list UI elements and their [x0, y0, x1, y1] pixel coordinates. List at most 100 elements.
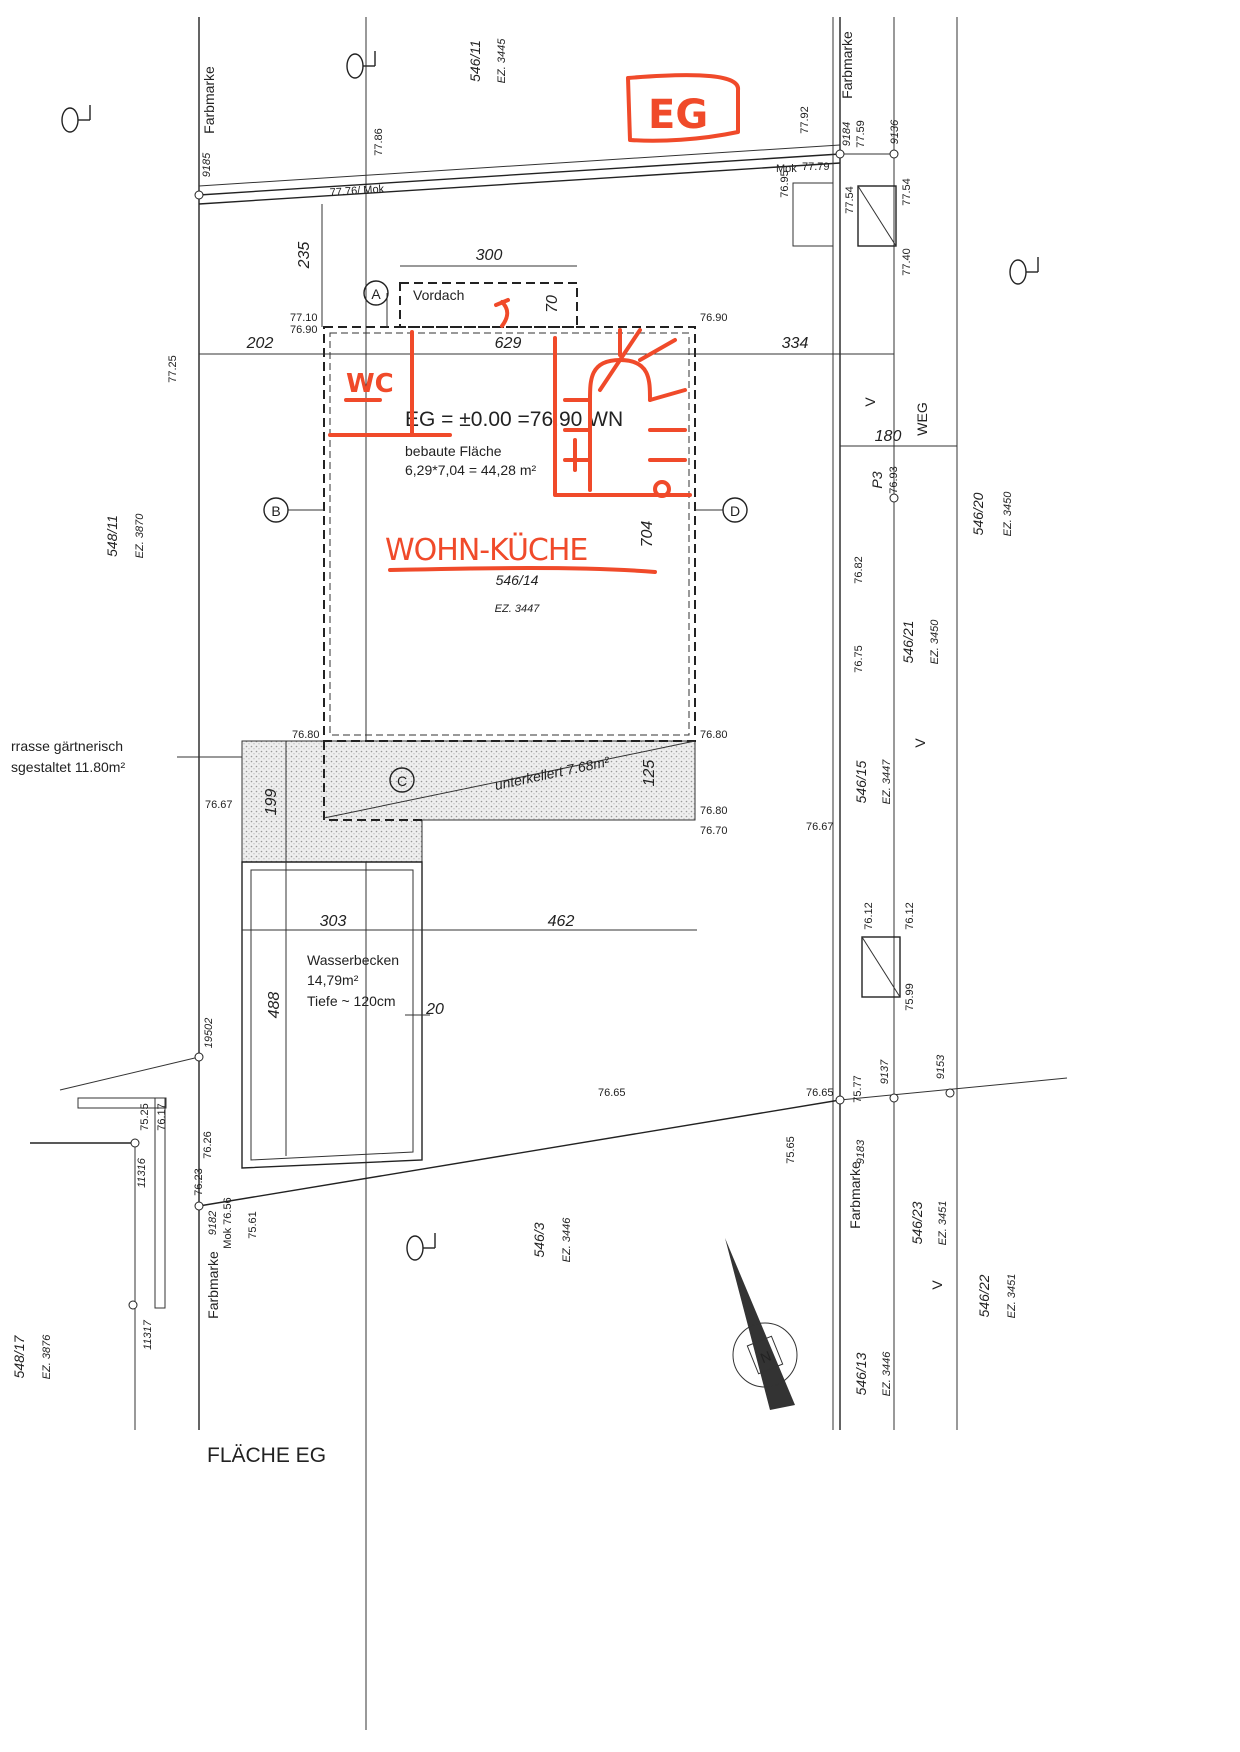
height-label: 76.80 — [292, 729, 320, 741]
parcel-ez: EZ. 3446 — [881, 1351, 893, 1397]
height-label: 76.70 — [700, 825, 728, 837]
height-label: 76.90 — [290, 324, 318, 336]
survey-points — [128, 149, 955, 1310]
dim-199: 199 — [263, 789, 280, 816]
height-label: 76.17 — [156, 1103, 168, 1131]
farbmarke-label: Farbmarke — [839, 31, 855, 99]
mok-label: 77.76/ Mok — [329, 183, 385, 199]
eg-annotation: EG — [648, 92, 708, 138]
height-label: 76.95 — [779, 170, 791, 198]
parcel-ez: EZ. 3450 — [929, 619, 941, 665]
parcel-ez: EZ. 3870 — [134, 513, 146, 559]
shaft-box — [857, 185, 901, 998]
point-19502: 19502 — [203, 1018, 215, 1049]
axis-d-marker — [722, 497, 748, 523]
farbmarke-label: Farbmarke — [201, 66, 217, 134]
height-label: 76.67 — [806, 821, 834, 833]
parcel-no: 546/3 — [531, 1222, 547, 1257]
parcel-labels: 546/11 EZ. 3445 548/11 EZ. 3870 546/20 E… — [11, 38, 1018, 1397]
terrace-label-2: sgestaltet 11.80m² — [11, 759, 125, 775]
height-label: 77.86 — [373, 128, 385, 156]
farbmarke-label: Farbmarke — [205, 1251, 221, 1319]
axis-markers: A B C D — [263, 280, 748, 793]
parcel-no: 546/11 — [467, 40, 483, 82]
parcel-ez: EZ. 3450 — [1002, 491, 1014, 537]
terrace-area — [241, 740, 696, 863]
axis-a-marker — [363, 280, 389, 306]
height-label: 76.12 — [904, 902, 916, 930]
axis-d-label: D — [730, 503, 740, 519]
dim-180: 180 — [875, 428, 902, 445]
height-label: 76.23 — [193, 1168, 205, 1196]
plan-title: FLÄCHE EG — [207, 1444, 326, 1467]
height-label: 75.77 — [852, 1075, 864, 1103]
canopy-outline — [399, 282, 578, 328]
dim-334: 334 — [782, 335, 809, 352]
hand-annotations: EG WC WOHN-KÜCHE — [328, 73, 740, 574]
height-label: 76.67 — [205, 799, 233, 811]
point-9183: 9183 — [855, 1139, 867, 1164]
point-9153: 9153 — [935, 1054, 947, 1079]
wc-annotation: WC — [346, 369, 394, 399]
dim-20: 20 — [425, 1001, 444, 1018]
dim-462: 462 — [548, 913, 575, 930]
height-label: 76.12 — [863, 902, 875, 930]
mok-label: Mok 76.56 — [222, 1197, 234, 1248]
pool-area: 14,79m² — [307, 972, 359, 988]
height-label: 77.92 — [799, 106, 811, 134]
axis-b-marker — [263, 497, 289, 523]
height-label: 75.65 — [785, 1136, 797, 1164]
axis-c-label: C — [397, 773, 407, 789]
point-9184: 9184 — [841, 122, 853, 146]
parcel-ez: EZ. 3445 — [496, 38, 508, 84]
pool-name: Wasserbecken — [307, 952, 399, 968]
dim-125: 125 — [641, 760, 658, 787]
dim-70: 70 — [544, 295, 561, 313]
height-label: 76.26 — [202, 1131, 214, 1159]
height-label: 76.82 — [853, 556, 865, 584]
height-label: 77.25 — [167, 355, 179, 383]
eg-annotation-box — [626, 73, 740, 143]
axis-c-marker — [389, 767, 415, 793]
height-label: 77.54 — [901, 178, 913, 206]
height-label: 76.90 — [700, 312, 728, 324]
marker-labels: Farbmarke Farbmarke Farbmarke Farbmarke … — [136, 31, 947, 1350]
wohn-kueche-annotation: WOHN-KÜCHE — [385, 532, 587, 568]
mok-label: Mok — [776, 163, 797, 175]
farbmarke-label: Farbmarke — [847, 1161, 863, 1229]
basement-outline — [323, 741, 422, 821]
height-label: 77.59 — [855, 120, 867, 148]
north-arrow: N — [725, 1238, 798, 1410]
dim-202: 202 — [246, 335, 274, 352]
parcel-no: 548/11 — [104, 515, 120, 557]
ground-floor-level: EG = ±0.00 =76.90 WN — [405, 408, 623, 431]
road-v-1: V — [862, 397, 878, 407]
parcel-number: 546/14 — [496, 572, 539, 588]
pool-inner — [250, 869, 414, 1161]
road-v-3: V — [929, 1280, 945, 1290]
pool-depth: Tiefe ~ 120cm — [307, 993, 396, 1009]
dim-488: 488 — [266, 992, 283, 1019]
stair-sketch — [553, 328, 692, 498]
height-label: 76.80 — [700, 729, 728, 741]
height-label: 75.25 — [139, 1103, 151, 1131]
point-9185: 9185 — [201, 152, 213, 177]
dim-629: 629 — [495, 335, 522, 352]
parcel-no: 548/17 — [11, 1334, 27, 1378]
dim-235: 235 — [296, 242, 313, 270]
point-11316: 11316 — [136, 1157, 148, 1188]
parcel-ez: EZ. 3447 — [881, 759, 893, 805]
height-label: 76.93 — [888, 466, 900, 494]
parcel-no: 546/23 — [909, 1201, 925, 1244]
built-area-calc: 6,29*7,04 = 44,28 m² — [405, 462, 536, 478]
point-p3: P3 — [869, 471, 885, 488]
built-area-label: bebaute Fläche — [405, 443, 502, 459]
parcel-no: 546/20 — [970, 492, 986, 535]
pool-outer — [241, 861, 423, 1169]
parcel-no: 546/21 — [900, 621, 916, 664]
parcel-ez: EZ. 3876 — [41, 1334, 53, 1380]
height-labels: 77.86 77.92 77.59 77.79 76.95 77.54 77.5… — [139, 106, 916, 1239]
height-label: 77.79 — [802, 161, 830, 173]
section-markers — [61, 51, 1039, 1261]
